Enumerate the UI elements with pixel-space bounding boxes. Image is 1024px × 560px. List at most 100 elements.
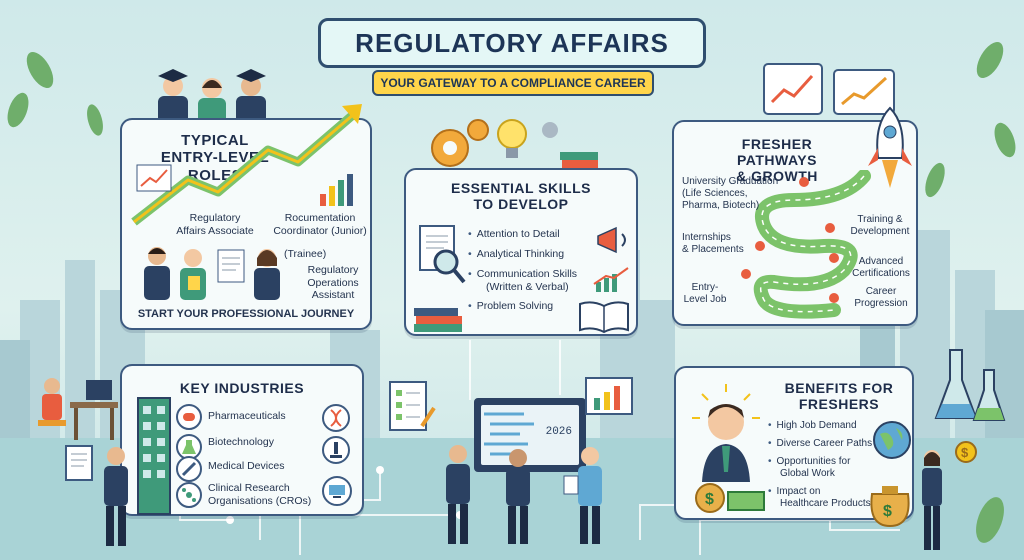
pathways-title-line2: & GROWTH xyxy=(736,168,818,185)
role-documentation-coordinator: Rocumentation Coordinator (Junior) xyxy=(268,212,372,237)
role4-line1: Regulatory xyxy=(307,264,359,276)
industries-title: KEY INDUSTRIES xyxy=(179,380,305,396)
title-banner: REGULATORY AFFAIRS xyxy=(318,18,706,68)
essential-skills-panel: ESSENTIAL SKILLS TO DEVELOP Attention to… xyxy=(404,168,638,336)
growth-arrow-icon xyxy=(131,104,362,226)
subtitle-ribbon: YOUR GATEWAY TO A COMPLIANCE CAREER xyxy=(372,70,654,96)
industry-clinical-research: Clinical Research Organisations (CROs) xyxy=(208,482,311,507)
pills-icon xyxy=(176,404,202,430)
person-at-desk-illustration xyxy=(38,378,118,440)
globe-icon xyxy=(873,421,911,459)
step4-line1: Advanced xyxy=(858,256,904,267)
document-magnifier-icon xyxy=(419,225,466,284)
skill-item-3: Communication Skills xyxy=(468,268,577,280)
step5-line2: Level Job xyxy=(683,294,727,305)
businessman-documents-illustration xyxy=(65,445,128,546)
trend-chart-icon xyxy=(593,267,629,292)
open-book-icon xyxy=(579,301,629,334)
megaphone-icon xyxy=(597,226,626,254)
step6-line1: Career xyxy=(865,286,897,297)
role4-line2: Operations xyxy=(307,276,359,289)
pathway-step-internships: Internships & Placements xyxy=(682,232,744,256)
skill-item-3-detail: (Written & Verbal) xyxy=(486,281,569,293)
industry-biotechnology: Biotechnology xyxy=(208,436,274,448)
smiling-professional-illustration: $ xyxy=(692,384,765,513)
dollar-coin-icon: $ xyxy=(955,441,977,463)
lab-flasks-icon xyxy=(934,349,1006,421)
role-regulatory-operations-assistant: Regulatory Operations Assistant xyxy=(298,264,368,302)
benefits-title: BENEFITS FOR FRESHERS xyxy=(764,380,914,412)
role4-line3: Assistant xyxy=(311,289,355,302)
step5-line1: Entry- xyxy=(691,282,719,293)
skill-item-4: Problem Solving xyxy=(468,300,553,312)
step6-line2: Progression xyxy=(854,298,908,309)
svg-text:$: $ xyxy=(705,491,714,508)
step3-line1: Internships xyxy=(682,232,731,243)
analytics-board-icon xyxy=(763,63,895,115)
rocket-icon xyxy=(868,106,912,188)
benefit-item-4-detail: Healthcare Products xyxy=(780,498,871,509)
industry-pharmaceuticals: Pharmaceuticals xyxy=(208,410,286,422)
laptop-monitor-icon xyxy=(322,476,352,506)
benefit-item-3-detail: Global Work xyxy=(780,468,835,479)
monitor-year: 2026 xyxy=(545,426,572,438)
pathway-step-entry-job: Entry- Level Job xyxy=(682,282,728,306)
svg-text:$: $ xyxy=(961,445,969,460)
mini-bar-board-icon xyxy=(585,377,633,415)
svg-text:$: $ xyxy=(883,503,892,520)
monitor-screen: 2026 xyxy=(474,398,586,472)
molecule-icon xyxy=(176,482,202,508)
skill-item-2: Analytical Thinking xyxy=(468,248,564,260)
gears-and-lightbulb-icon xyxy=(431,119,598,176)
step1-line1: University Graduation xyxy=(682,176,779,187)
benefit-item-1: High Job Demand xyxy=(768,420,857,431)
pathway-step-progression: Career Progression xyxy=(848,286,914,310)
skills-title: ESSENTIAL SKILLS TO DEVELOP xyxy=(406,180,636,212)
checklist-clipboard-icon xyxy=(389,381,436,431)
role-trainee: (Trainee) xyxy=(284,248,327,260)
page-subtitle: YOUR GATEWAY TO A COMPLIANCE CAREER xyxy=(380,76,646,90)
skills-title-line2: TO DEVELOP xyxy=(473,196,569,213)
bar-chart-icon xyxy=(320,174,353,206)
role1-line1: Regulatory xyxy=(189,212,241,224)
roles-footer: START YOUR PROFESSIONAL JOURNEY xyxy=(137,308,355,320)
syringe-icon xyxy=(176,456,202,482)
pathways-title: FRESHER PATHWAYS & GROWTH xyxy=(702,136,852,184)
career-road-path xyxy=(741,170,871,319)
benefits-panel: BENEFITS FOR FRESHERS $ High Job Demand … xyxy=(674,366,914,520)
role2-line1: Rocumentation xyxy=(284,212,356,224)
industry-medical-devices: Medical Devices xyxy=(208,460,285,472)
graduates-illustration xyxy=(158,69,266,124)
step3-line2: & Placements xyxy=(682,244,744,255)
skills-title-line1: ESSENTIAL SKILLS xyxy=(451,180,591,196)
skill-item-1: Attention to Detail xyxy=(468,228,560,240)
benefit-item-4: Impact on xyxy=(768,486,821,497)
step4-line2: Certifications xyxy=(852,268,910,279)
pathways-title-line1: FRESHER PATHWAYS xyxy=(737,136,817,169)
step2-line2: Development xyxy=(850,226,910,237)
fresher-pathways-panel: FRESHER PATHWAYS & GROWTH University Gra… xyxy=(672,106,918,326)
team-meeting-illustration xyxy=(446,445,602,544)
step1-line2: (Life Sciences, xyxy=(682,188,748,199)
role-regulatory-affairs-associate: Regulatory Affairs Associate xyxy=(170,212,260,237)
benefits-title-line2: FRESHERS xyxy=(798,396,880,413)
benefit-item-3: Opportunities for xyxy=(768,456,851,467)
microscope-icon xyxy=(322,436,350,464)
professionals-illustration xyxy=(144,247,280,300)
benefits-title-line1: BENEFITS FOR xyxy=(784,380,894,396)
small-chart-icon xyxy=(136,164,172,192)
step1-line3: Pharma, Biotech) xyxy=(682,200,760,211)
office-building-icon xyxy=(137,397,171,515)
industry-cro-line2: Organisations (CROs) xyxy=(208,494,312,507)
money-bags-icon: $ xyxy=(870,486,910,528)
entry-level-roles-panel: TYPICAL ENTRY-LEVEL ROLES Regulatory Aff… xyxy=(120,104,372,330)
pathway-step-graduation: University Graduation (Life Sciences, Ph… xyxy=(682,176,778,212)
flask-icon xyxy=(176,434,202,460)
step2-line1: Training & xyxy=(857,214,903,225)
code-lines-icon xyxy=(484,412,534,456)
books-icon xyxy=(414,308,462,332)
industry-cro-line1: Clinical Research xyxy=(208,482,290,494)
key-industries-panel: KEY INDUSTRIES Pharmaceuticals Biotechno… xyxy=(120,364,364,516)
pathway-step-certifications: Advanced Certifications xyxy=(844,256,918,280)
page-title: REGULATORY AFFAIRS xyxy=(355,27,669,58)
